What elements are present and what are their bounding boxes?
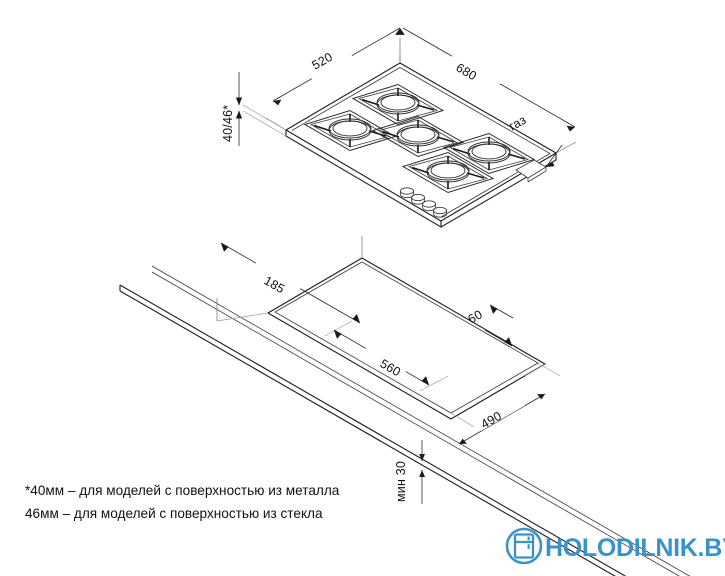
- burner-grate: [303, 109, 397, 152]
- worktop-front-edge: [119, 284, 627, 576]
- burner-grate: [351, 83, 445, 126]
- worktop-back-edge: [151, 265, 691, 576]
- footnotes: *40мм – для моделей с поверхностью из ме…: [25, 483, 340, 521]
- dimension-front-offset-60: 60: [466, 304, 546, 377]
- burner-grate: [371, 115, 465, 158]
- dimension-label-min-30: мин 30: [394, 461, 408, 502]
- control-knob: [433, 206, 447, 218]
- hob-isometric-view: 520 680 40/46* газ: [221, 27, 577, 228]
- dimension-label-40-46: 40/46*: [221, 105, 235, 142]
- holodilnik-logo[interactable]: HOLODILNIK.BY: [505, 527, 725, 565]
- footnote-line-1: *40мм – для моделей с поверхностью из ме…: [25, 483, 340, 498]
- fridge-in-circle-icon: [505, 527, 543, 565]
- burner-grate: [442, 132, 536, 175]
- hob-body-sides: [285, 67, 557, 228]
- dimension-rear-offset-185: 185: [216, 236, 363, 324]
- logo-text: HOLODILNIK.BY: [545, 534, 725, 562]
- dimension-cutout-width-560: 560: [324, 320, 449, 392]
- dimension-label-680: 680: [454, 60, 480, 83]
- worktop-cutout-view: 185 60 560 490: [119, 236, 691, 576]
- dimension-label-60: 60: [466, 307, 485, 326]
- control-knobs: [400, 187, 447, 218]
- dimension-height-40-46: 40/46*: [221, 72, 287, 146]
- burner-grate: [401, 151, 495, 194]
- footnote-line-2: 46мм – для моделей с поверхностью из сте…: [25, 506, 323, 521]
- dimension-min-edge-30: мин 30: [394, 440, 425, 504]
- dimension-label-560: 560: [378, 356, 404, 379]
- dimension-label-185: 185: [262, 273, 288, 296]
